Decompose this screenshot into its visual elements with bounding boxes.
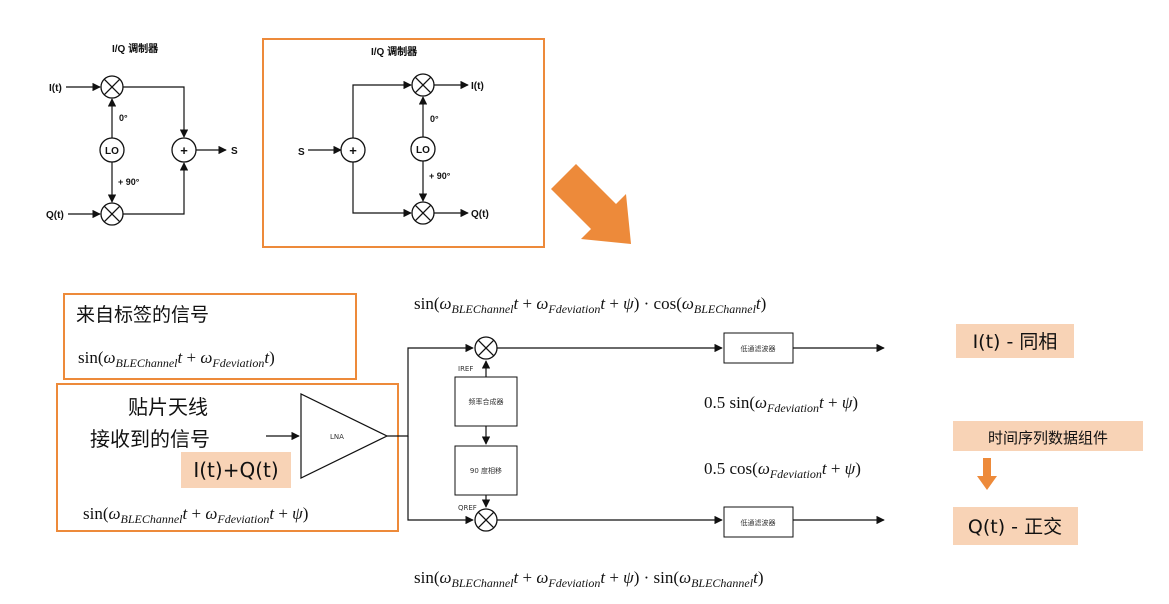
timeseries-down-arrow <box>977 458 997 490</box>
formula-top-product: sin(ωBLEChannelt + ωFdeviationt + ψ) · c… <box>414 294 766 316</box>
demodulator-lo-label: LO <box>416 145 430 156</box>
synth-box <box>454 376 518 427</box>
formula-i-result: 0.5 sin(ωFdeviationt + ψ) <box>704 393 858 415</box>
lpf-bottom-box <box>723 506 794 538</box>
modulator-output-s: S <box>231 146 238 157</box>
demodulator-mixer-q <box>411 201 435 225</box>
iq-demodulator: I/Q 调制器 S + LO 0° + 90° I(t) Q(t) <box>262 38 545 248</box>
modulator-input-q: Q(t) <box>46 210 64 221</box>
iref-label: IREF <box>458 365 473 373</box>
formula-received: sin(ωBLEChannelt + ωFdeviationt + ψ) <box>83 504 308 526</box>
timeseries-label: 时间序列数据组件 <box>988 429 1108 447</box>
iq-modulator: I/Q 调制器 I(t) Q(t) LO 0° + 90° + S <box>46 42 238 226</box>
out-q-bg <box>953 507 1078 545</box>
lna-label: LNA <box>330 433 344 441</box>
antenna-line-2: 接收到的信号 <box>90 427 210 451</box>
demodulator-output-q: Q(t) <box>471 209 489 220</box>
antenna-box <box>56 383 399 532</box>
lpf-top-label: 低通滤波器 <box>741 344 776 353</box>
demodulator-mixer-i <box>411 73 435 97</box>
rx-mixer-q <box>474 508 498 532</box>
modulator-input-i: I(t) <box>49 83 62 94</box>
modulator-lo-label: LO <box>105 146 119 157</box>
modulator-phase-90: + 90° <box>118 177 140 187</box>
demodulator-output-i: I(t) <box>471 81 484 92</box>
formula-tag: sin(ωBLEChannelt + ωFdeviationt) <box>78 348 275 370</box>
antenna-line-1: 贴片天线 <box>128 395 208 419</box>
tag-signal-title: 来自标签的信号 <box>76 304 209 326</box>
rx-mixer-i <box>474 336 498 360</box>
out-i-label: I(t) - 同相 <box>973 331 1058 353</box>
modulator-mixer-i <box>100 75 124 99</box>
out-i-bg <box>956 324 1074 358</box>
synth-label: 频率合成器 <box>469 397 504 406</box>
iq-badge: I(t)+Q(t) <box>193 458 278 482</box>
demodulator-splitter-label: + <box>349 143 357 158</box>
demodulator-input-s: S <box>298 147 305 158</box>
timeseries-bg <box>953 421 1143 451</box>
demodulator-phase-90: + 90° <box>429 171 451 181</box>
iq-badge-bg <box>181 452 291 488</box>
modulator-phase-0: 0° <box>119 113 128 123</box>
demodulator-frame <box>262 38 545 248</box>
shift90-label: 90 度相移 <box>470 466 502 475</box>
modulator-mixer-q <box>100 202 124 226</box>
shift90-box <box>454 445 518 496</box>
out-q-label: Q(t) - 正交 <box>968 516 1062 538</box>
demodulator-title: I/Q 调制器 <box>371 45 418 58</box>
lna-triangle <box>300 393 389 479</box>
tag-signal-box <box>63 293 357 380</box>
modulator-summer-label: + <box>180 143 188 158</box>
lpf-bottom-label: 低通滤波器 <box>741 518 776 527</box>
formula-q-result: 0.5 cos(ωFdeviationt + ψ) <box>704 459 861 481</box>
demodulator-phase-0: 0° <box>430 114 439 124</box>
modulator-title: I/Q 调制器 <box>112 42 159 55</box>
qref-label: QREF <box>458 504 477 512</box>
formula-bottom-product: sin(ωBLEChannelt + ωFdeviationt + ψ) · s… <box>414 568 763 590</box>
transition-arrow <box>551 164 631 244</box>
